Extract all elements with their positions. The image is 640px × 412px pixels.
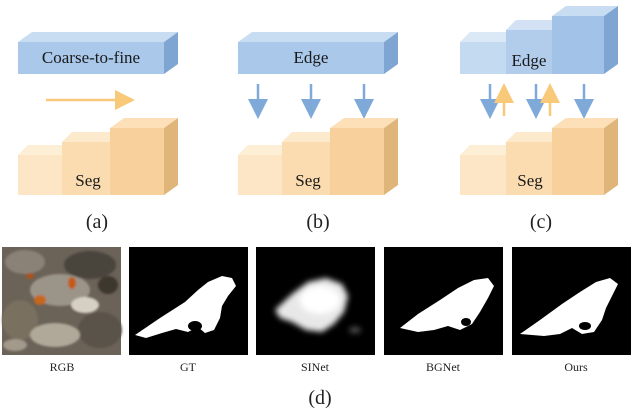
- panel-label-d: (d): [308, 387, 331, 409]
- panel-b: Edge Seg (b): [238, 32, 398, 233]
- thumbnail-bgnet: BGNet: [384, 247, 503, 374]
- panel-a: Coarse-to-fine Seg (a): [18, 32, 178, 233]
- thumbnail-gt: GT: [129, 247, 248, 374]
- thumbnail-label-bgnet: BGNet: [426, 360, 461, 374]
- seg-block-a: Seg: [18, 118, 178, 195]
- edge-block-c: Edge: [460, 6, 618, 74]
- thumbnail-label-ours: Ours: [564, 360, 588, 374]
- panel-label-a: (a): [86, 211, 108, 233]
- edge-label-b: Edge: [294, 48, 329, 67]
- thumbnail-label-rgb: RGB: [50, 360, 75, 374]
- thumbnail-row: RGB GT SINet BGNet: [2, 247, 631, 409]
- edge-block-b: Edge: [238, 32, 398, 74]
- seg-label-c: Seg: [517, 171, 543, 190]
- thumbnail-sinet: SINet: [256, 247, 375, 374]
- edge-label-c: Edge: [512, 51, 547, 70]
- bidirectional-arrows-c: [480, 83, 594, 119]
- thumbnail-label-sinet: SINet: [301, 360, 330, 374]
- thumbnail-rgb: RGB: [2, 247, 122, 374]
- panel-c: Edge Seg (c): [460, 6, 618, 233]
- panel-label-c: (c): [530, 211, 552, 233]
- coarse-to-fine-label: Coarse-to-fine: [42, 48, 140, 67]
- seg-block-c: Seg: [460, 118, 618, 195]
- edge-to-seg-arrows-b: [248, 84, 374, 119]
- thumbnail-label-gt: GT: [180, 360, 197, 374]
- coarse-to-fine-block: Coarse-to-fine: [18, 32, 178, 74]
- seg-label-b: Seg: [295, 171, 321, 190]
- thumbnail-ours: Ours: [512, 247, 631, 374]
- seg-label-a: Seg: [75, 171, 101, 190]
- seg-block-b: Seg: [238, 118, 398, 195]
- panel-label-b: (b): [306, 211, 329, 233]
